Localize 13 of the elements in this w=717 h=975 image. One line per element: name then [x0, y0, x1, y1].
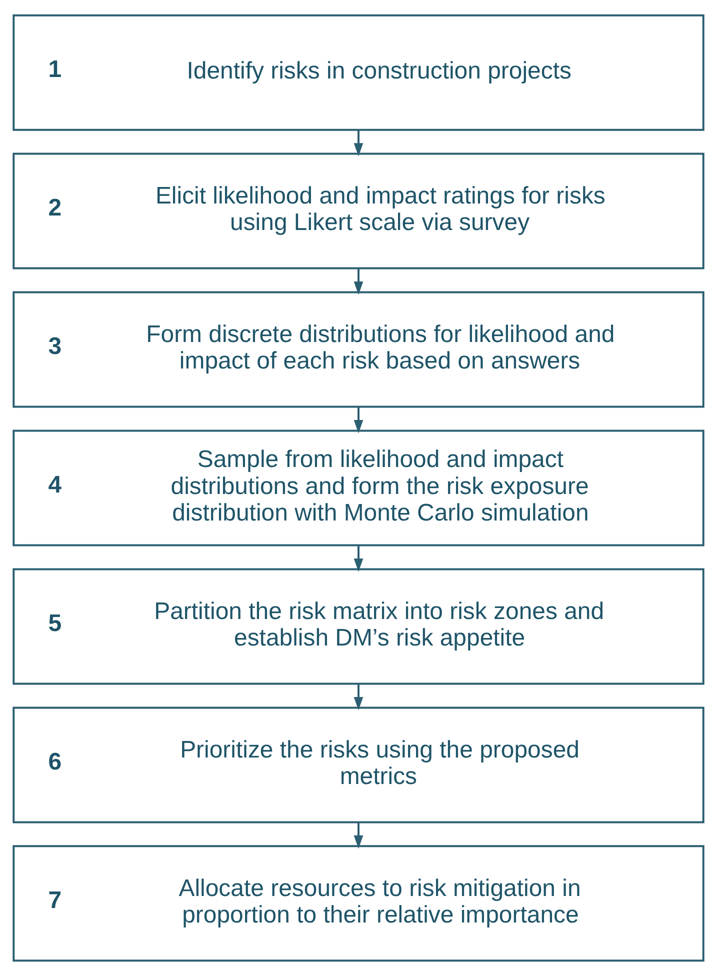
node-box: 5 Partition the risk matrix into risk zones and establish DM’s risk appetite: [12, 568, 704, 684]
node-box: 6 Prioritize the risks using the proposed metrics: [12, 706, 704, 823]
arrow: [354, 268, 364, 294]
arrow: [354, 544, 364, 572]
node-box: 2 Elicit likelihood and impact ratings for risks using Likert scale via survey: [12, 152, 704, 269]
node-box: 1 Identify risks in construction projects: [12, 14, 704, 130]
node-box: 7 Allocate resources to risk mitigation in proportion to their relative importance: [12, 844, 704, 962]
arrow: [354, 129, 364, 156]
node-box: 3 Form discrete distributions for likelihood and impact of each risk based on answers: [12, 290, 704, 408]
arrow: [354, 822, 364, 848]
node-box: 4 Sample from likelihood and impact distributions and form the risk exposure distribution with Monte Carlo simulation: [12, 429, 704, 546]
arrow: [354, 683, 364, 710]
arrow: [354, 406, 364, 433]
